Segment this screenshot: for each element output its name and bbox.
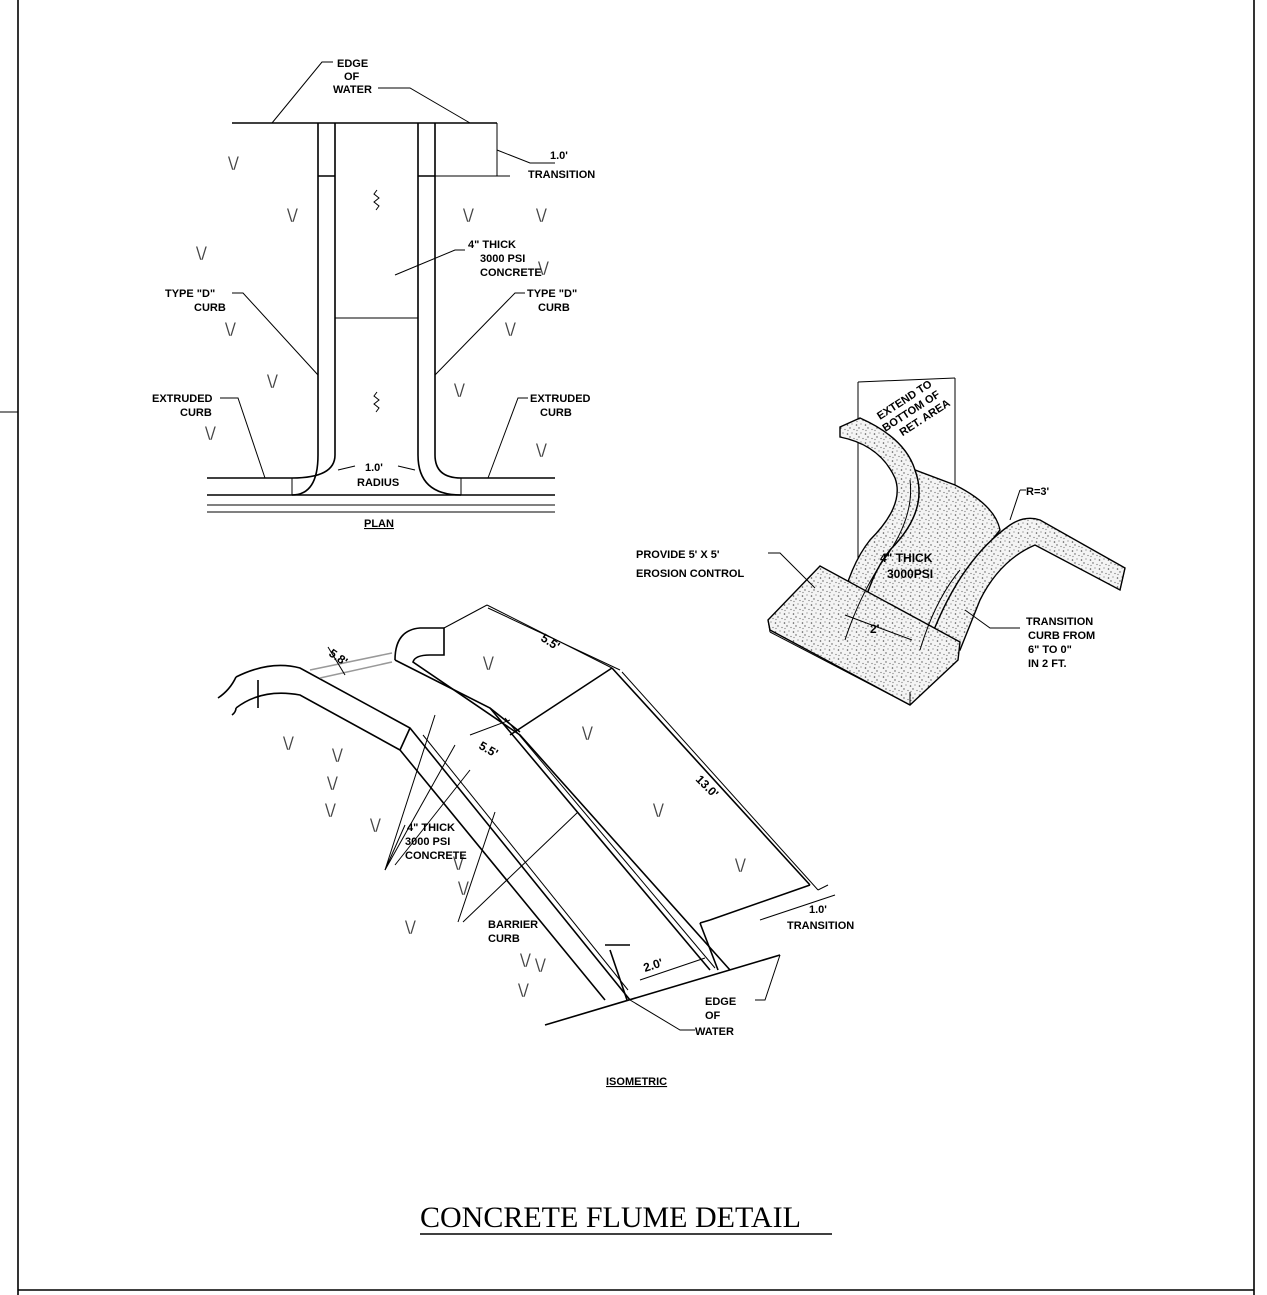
plan-extruded-right-1: EXTRUDED — [530, 393, 591, 405]
plan-extruded-left-1: EXTRUDED — [152, 393, 213, 405]
erosion-label-1: PROVIDE 5' X 5' — [636, 549, 720, 561]
isometric-view — [217, 604, 836, 1031]
detail-3d-view — [767, 377, 1126, 706]
svg-text:\/: \/ — [332, 745, 343, 764]
plan-curb-right-2: CURB — [538, 302, 570, 314]
plan-curb-left-1: TYPE "D" — [165, 288, 215, 300]
iso-transition-1: 1.0' — [809, 904, 827, 916]
transition-label-3: 6" TO 0" — [1028, 644, 1072, 656]
transition-label-1: TRANSITION — [1026, 616, 1093, 628]
svg-text:\/: \/ — [483, 653, 494, 672]
dim-5-5-top: 5.5' — [538, 631, 562, 653]
iso-barrier-2: CURB — [488, 933, 520, 945]
plan-concrete-1: 4" THICK — [468, 239, 516, 251]
plan-concrete-2: 3000 PSI — [480, 253, 525, 265]
plan-caption: PLAN — [364, 518, 394, 530]
svg-text:\/: \/ — [582, 723, 593, 742]
plan-transition-2: TRANSITION — [528, 169, 595, 181]
iso-grass: \/ \/ \/ \/ \/ \/ \/ \/ \/ \/ \/ \/ \/ \… — [283, 653, 746, 999]
svg-text:\/: \/ — [453, 853, 464, 872]
svg-text:\/: \/ — [536, 440, 547, 459]
iso-concrete-1: 4" THICK — [407, 822, 455, 834]
svg-text:\/: \/ — [518, 980, 529, 999]
svg-text:\/: \/ — [535, 955, 546, 974]
dim-5-5-mid: 5.5' — [477, 738, 501, 760]
dim-2-0: 2.0' — [642, 955, 665, 974]
radius-label: R=3' — [1026, 486, 1049, 498]
plan-extruded-right-2: CURB — [540, 407, 572, 419]
plan-transition-1: 1.0' — [550, 150, 568, 162]
dim-13-0: 13.0' — [693, 772, 722, 801]
iso-concrete-3: CONCRETE — [405, 850, 467, 862]
svg-text:\/: \/ — [463, 205, 474, 224]
svg-text:\/: \/ — [287, 205, 298, 224]
iso-edge-water-2: OF — [705, 1010, 721, 1022]
svg-text:\/: \/ — [505, 319, 516, 338]
svg-text:\/: \/ — [196, 243, 207, 262]
svg-text:\/: \/ — [653, 800, 664, 819]
svg-text:\/: \/ — [454, 380, 465, 399]
iso-labels: 5.8' 5.5' 5.5' 13.0' 2.0' 1.0' TRANSITIO… — [326, 631, 854, 1088]
svg-text:\/: \/ — [205, 423, 216, 442]
svg-text:\/: \/ — [225, 319, 236, 338]
svg-text:\/: \/ — [325, 800, 336, 819]
drawing-title: CONCRETE FLUME DETAIL — [420, 1201, 801, 1234]
svg-text:\/: \/ — [458, 878, 469, 897]
transition-label-2: CURB FROM — [1028, 630, 1095, 642]
plan-edge-water-2: OF — [344, 71, 360, 83]
plan-view — [207, 61, 555, 513]
plan-concrete-3: CONCRETE — [480, 267, 542, 279]
svg-text:\/: \/ — [538, 258, 549, 277]
plan-radius-2: RADIUS — [357, 477, 399, 489]
svg-text:\/: \/ — [370, 815, 381, 834]
thick-label-1: 4" THICK — [880, 551, 933, 565]
svg-text:\/: \/ — [405, 917, 416, 936]
iso-edge-water-1: EDGE — [705, 996, 736, 1008]
iso-edge-water-3: WATER — [695, 1026, 734, 1038]
svg-text:\/: \/ — [735, 855, 746, 874]
plan-edge-water-3: WATER — [333, 84, 372, 96]
svg-text:\/: \/ — [520, 950, 531, 969]
iso-caption: ISOMETRIC — [606, 1076, 667, 1088]
iso-transition-2: TRANSITION — [787, 920, 854, 932]
plan-edge-water-1: EDGE — [337, 58, 368, 70]
transition-label-4: IN 2 FT. — [1028, 658, 1067, 670]
svg-text:\/: \/ — [228, 153, 239, 172]
plan-grass: \/ \/ \/ \/ \/ \/ \/ \/ \/ \/ \/ \/ — [196, 153, 549, 459]
svg-text:\/: \/ — [283, 733, 294, 752]
svg-text:\/: \/ — [267, 371, 278, 390]
plan-radius-1: 1.0' — [365, 462, 383, 474]
svg-text:\/: \/ — [536, 205, 547, 224]
plan-labels: EDGE OF WATER 1.0' TRANSITION 4" THICK 3… — [152, 58, 595, 530]
iso-concrete-2: 3000 PSI — [405, 836, 450, 848]
plan-extruded-left-2: CURB — [180, 407, 212, 419]
width-label: 2' — [870, 622, 880, 636]
erosion-label-2: EROSION CONTROL — [636, 568, 744, 580]
plan-curb-left-2: CURB — [194, 302, 226, 314]
svg-text:\/: \/ — [327, 773, 338, 792]
plan-curb-right-1: TYPE "D" — [527, 288, 577, 300]
thick-label-2: 3000PSI — [887, 567, 933, 581]
iso-barrier-1: BARRIER — [488, 919, 538, 931]
